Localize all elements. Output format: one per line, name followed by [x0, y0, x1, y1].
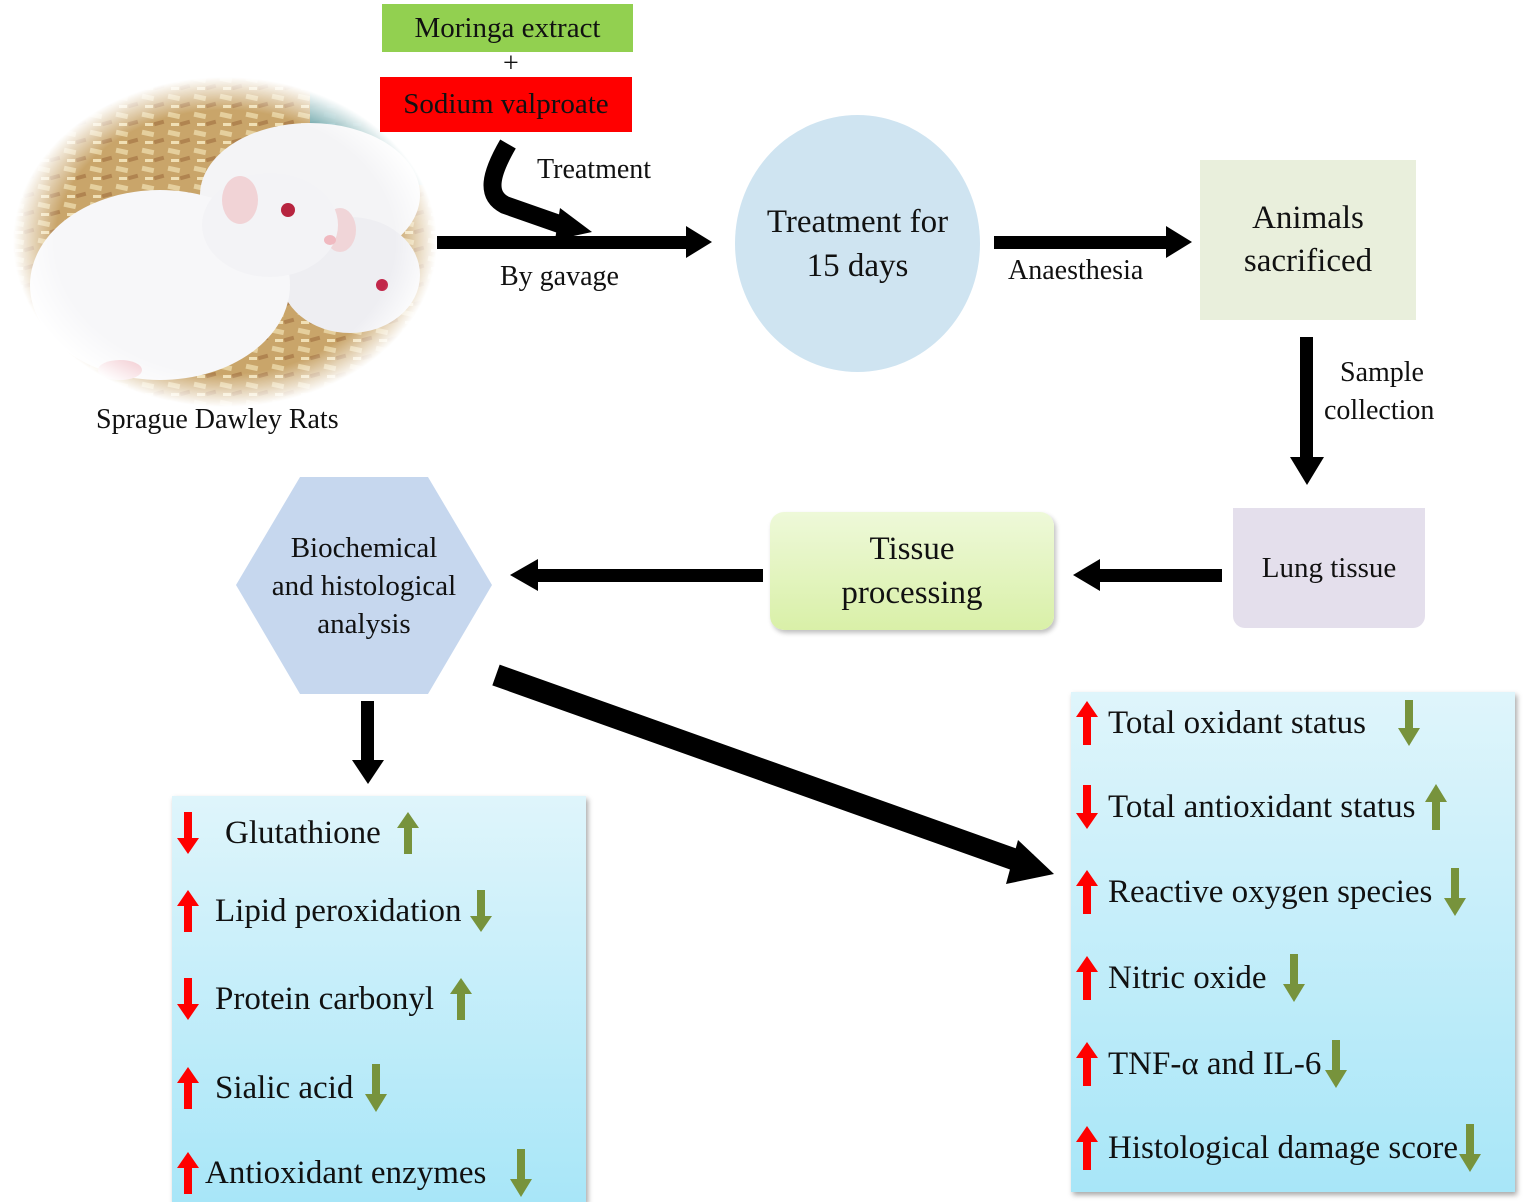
animals-sacrificed-line1: Animals	[1252, 200, 1364, 236]
result-label: Histological damage score	[1108, 1129, 1459, 1166]
arrow-up-red-icon	[177, 1152, 199, 1194]
result-label: Lipid peroxidation	[215, 892, 462, 929]
plus-sign: +	[503, 48, 519, 79]
arrow-up-red-icon	[1076, 1042, 1098, 1086]
sample-label-line2: collection	[1324, 395, 1435, 426]
result-label: Glutathione	[225, 814, 381, 851]
result-label: Antioxidant enzymes	[205, 1154, 487, 1191]
result-label: Reactive oxygen species	[1108, 873, 1433, 910]
arrow-down-green-icon	[469, 890, 492, 932]
result-item: Total antioxidant status	[1074, 784, 1449, 830]
treatment-label: Treatment	[537, 154, 652, 185]
processing-arrow-shaft	[538, 569, 763, 582]
arrow-down-green-icon	[1459, 1124, 1482, 1172]
treatment-15-days-node: Treatment for 15 days	[735, 115, 980, 372]
arrow-down-green-icon	[1398, 700, 1420, 746]
animals-sacrificed-node: Animals sacrificed	[1200, 160, 1416, 320]
rats-caption: Sprague Dawley Rats	[96, 404, 339, 435]
arrow-up-red-icon	[1076, 1126, 1098, 1170]
results-panel-left: Glutathione Lipid peroxidation Protein c…	[172, 796, 586, 1202]
moringa-extract-tag: Moringa extract	[382, 4, 633, 52]
result-item: Reactive oxygen species	[1074, 868, 1468, 916]
sample-label-line1: Sample	[1340, 357, 1424, 388]
tissue-processing-line2: processing	[841, 575, 983, 611]
arrow-down-green-icon	[1282, 954, 1305, 1002]
animals-sacrificed-line2: sacrificed	[1243, 243, 1373, 279]
lung-arrow-shaft	[1100, 569, 1222, 582]
arrow-down-green-icon	[365, 1064, 388, 1112]
lung-tissue-node: Lung tissue	[1233, 508, 1425, 628]
arrow-up-red-icon	[1076, 956, 1098, 1000]
analysis-line2: and histological	[271, 569, 457, 602]
down-arrowhead	[352, 760, 384, 784]
result-item: Lipid peroxidation	[175, 890, 494, 932]
sample-arrowhead	[1290, 457, 1324, 485]
result-label: TNF-α and IL-6	[1108, 1045, 1322, 1082]
arrow-down-red-icon	[177, 812, 199, 854]
tissue-processing-node: Tissue processing	[770, 512, 1054, 630]
results-panel-right: Total oxidant status Total antioxidant s…	[1071, 692, 1515, 1192]
arrow-down-green-icon	[1444, 868, 1467, 916]
arrow-up-red-icon	[1076, 870, 1098, 914]
arrow-down-green-icon	[1325, 1040, 1348, 1088]
arrow-down-green-icon	[510, 1149, 533, 1197]
sodium-valproate-tag: Sodium valproate	[380, 77, 632, 132]
anaesthesia-label: Anaesthesia	[1008, 255, 1144, 286]
lung-arrowhead	[1073, 559, 1100, 591]
gavage-arrowhead	[686, 226, 712, 258]
treatment-curved-arrowhead	[555, 208, 592, 240]
sample-arrow-shaft	[1300, 337, 1313, 457]
result-item: Sialic acid	[175, 1064, 389, 1112]
treatment-curved-arrow	[483, 139, 568, 235]
arrow-down-red-icon	[177, 978, 199, 1020]
anaesthesia-arrowhead	[1166, 226, 1192, 258]
result-label: Total oxidant status	[1108, 704, 1366, 741]
by-gavage-label: By gavage	[500, 261, 619, 292]
analysis-line1: Biochemical	[290, 531, 438, 564]
result-item: Antioxidant enzymes	[175, 1149, 534, 1197]
down-arrow-shaft	[361, 701, 374, 761]
arrow-up-red-icon	[1076, 701, 1098, 745]
analysis-node-text: Biochemical and histological analysis	[236, 477, 492, 694]
result-item: Histological damage score	[1074, 1124, 1482, 1172]
gavage-arrow-shaft	[437, 236, 687, 249]
result-item: Total oxidant status	[1074, 700, 1422, 746]
arrow-up-green-icon	[450, 978, 473, 1020]
arrow-up-red-icon	[177, 1067, 199, 1109]
analysis-line3: analysis	[317, 607, 411, 640]
result-label: Sialic acid	[215, 1069, 354, 1106]
processing-arrowhead	[510, 559, 538, 591]
result-item: Protein carbonyl	[175, 978, 474, 1020]
arrow-up-green-icon	[1425, 784, 1448, 830]
result-label: Protein carbonyl	[215, 980, 435, 1017]
result-item: Glutathione	[175, 812, 421, 854]
treatment-15-days-line1: Treatment for	[766, 203, 949, 240]
result-label: Nitric oxide	[1108, 959, 1267, 996]
tissue-processing-line1: Tissue	[869, 531, 955, 567]
result-item: TNF-α and IL-6	[1074, 1040, 1349, 1088]
treatment-15-days-line2: 15 days	[806, 247, 909, 284]
anaesthesia-arrow-shaft	[994, 236, 1166, 249]
arrow-up-red-icon	[177, 890, 199, 932]
result-item: Nitric oxide	[1074, 954, 1307, 1002]
diagonal-arrowhead	[1006, 840, 1054, 884]
arrow-down-red-icon	[1076, 785, 1098, 829]
diagonal-arrow-shaft	[492, 664, 1034, 876]
result-label: Total antioxidant status	[1108, 788, 1416, 825]
analysis-hexagon	[236, 477, 492, 694]
arrow-up-green-icon	[396, 812, 419, 854]
